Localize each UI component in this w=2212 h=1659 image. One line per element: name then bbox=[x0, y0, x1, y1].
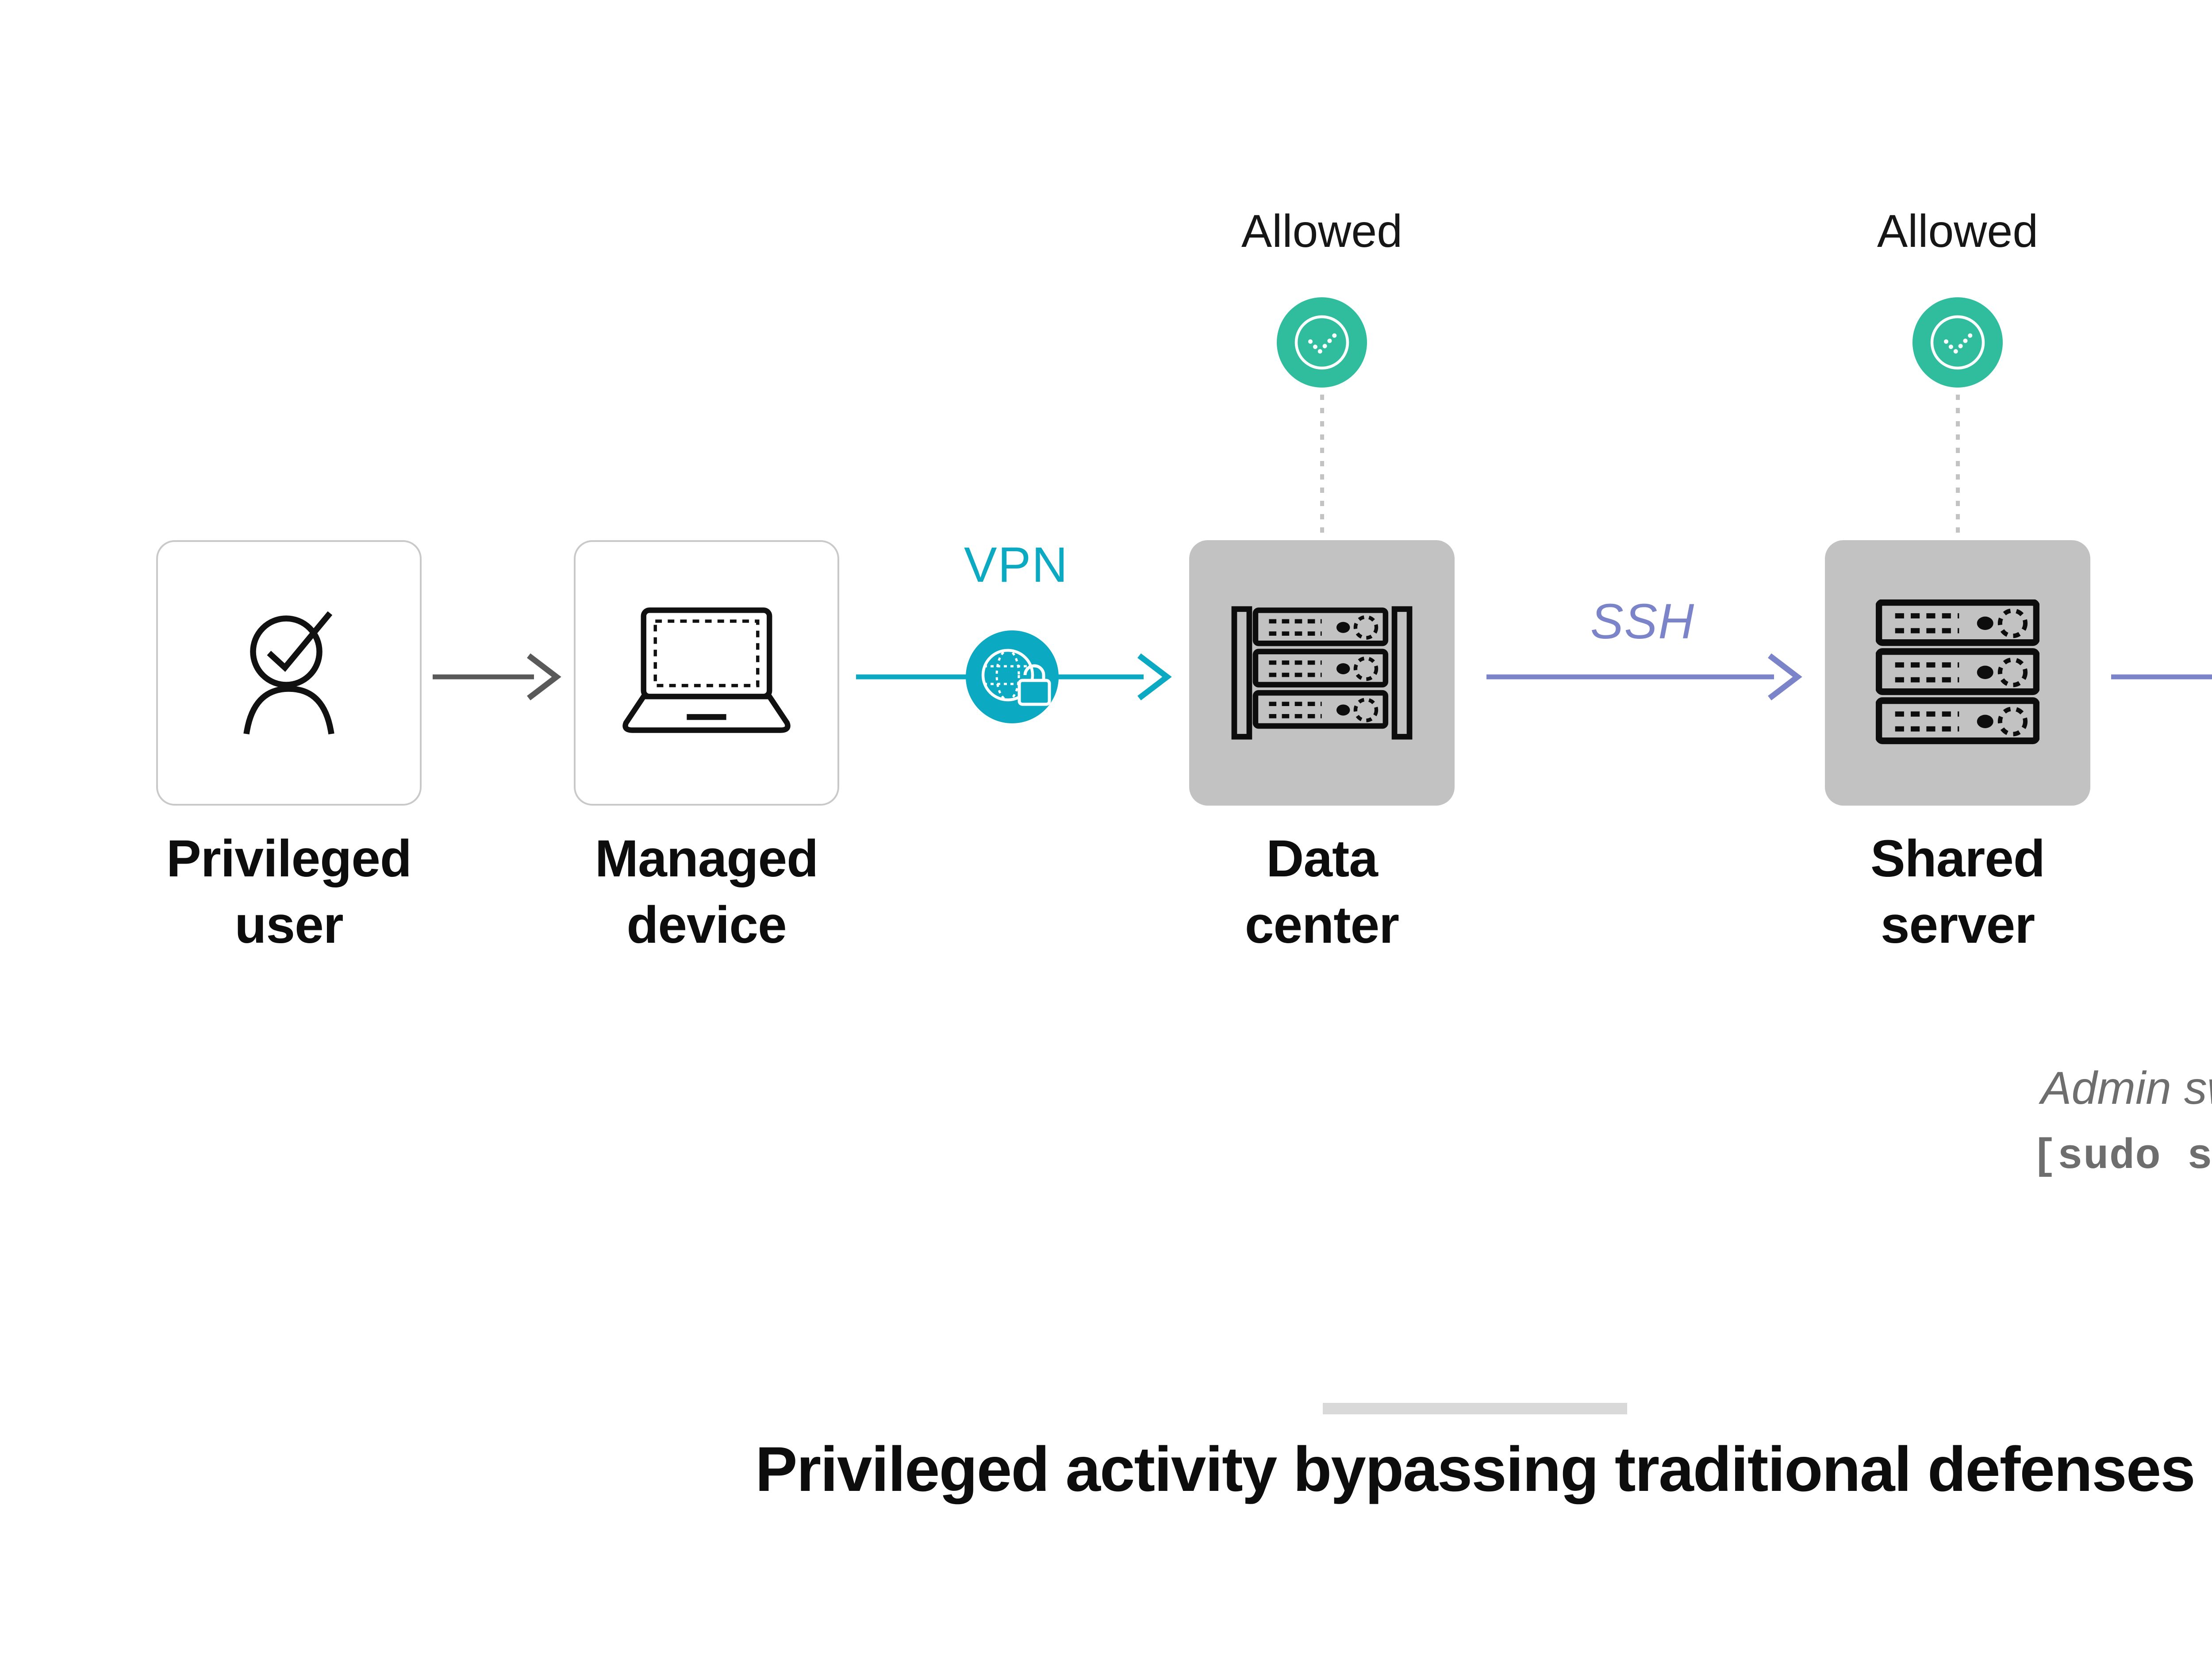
allowed-label-line: Allowed bbox=[1241, 206, 1403, 257]
label-managed-device: Managed device bbox=[463, 826, 950, 958]
label-line: center bbox=[1244, 896, 1399, 954]
allowed-badge-shared-server bbox=[1911, 296, 2004, 389]
check-badge-icon bbox=[1275, 296, 1368, 389]
server-stack-icon bbox=[1876, 599, 2039, 747]
node-managed-device bbox=[574, 540, 839, 806]
title-divider bbox=[1323, 1403, 1627, 1414]
badge-connector-dotted-line bbox=[1956, 395, 1960, 536]
server-rack-icon bbox=[1227, 604, 1417, 742]
laptop-icon bbox=[611, 603, 802, 743]
label-shared-server: Shared server bbox=[1714, 826, 2201, 958]
label-privileged-user: Privileged user bbox=[46, 826, 532, 958]
arrow-ssh-2 bbox=[2111, 674, 2212, 680]
label-line: user bbox=[234, 896, 343, 954]
vpn-label: VPN bbox=[964, 537, 1069, 592]
node-shared-server bbox=[1825, 540, 2090, 806]
label-line: Privileged bbox=[166, 830, 412, 888]
admin-switch-text: Admin switches user bbox=[2041, 1063, 2212, 1114]
ssh-label-2: SSH bbox=[2135, 593, 2212, 650]
vpn-globe-lock-icon bbox=[964, 628, 1061, 726]
label-data-center: Data center bbox=[1079, 826, 1565, 958]
label-line: Managed bbox=[595, 830, 818, 888]
label-line: device bbox=[626, 896, 787, 954]
node-data-center bbox=[1189, 540, 1455, 806]
label-line: server bbox=[1880, 896, 2035, 954]
arrow-user-to-device bbox=[433, 653, 561, 701]
user-check-icon bbox=[216, 600, 362, 746]
label-line: Shared bbox=[1870, 830, 2045, 888]
sudo-command-text: [sudo su hradmin] bbox=[2031, 1133, 2212, 1181]
badge-connector-dotted-line bbox=[1320, 395, 1324, 536]
allowed-label-line: Allowed bbox=[1877, 206, 2039, 257]
ssh-label-1: SSH bbox=[1590, 594, 1695, 649]
label-line: Data bbox=[1266, 830, 1378, 888]
allowed-label-shared-server: Allowed bbox=[1692, 201, 2212, 262]
allowed-badge-data-center bbox=[1275, 296, 1368, 389]
allowed-label-data-center: Allowed bbox=[1056, 201, 1587, 262]
admin-switch-annotation: Admin switches user [sudo su hradmin] bbox=[1854, 1060, 2212, 1183]
page-title: Privileged activity bypassing traditiona… bbox=[755, 1434, 2196, 1505]
node-privileged-user bbox=[156, 540, 422, 806]
arrow-ssh-1 bbox=[1486, 653, 1802, 701]
check-badge-icon bbox=[1911, 296, 2004, 389]
